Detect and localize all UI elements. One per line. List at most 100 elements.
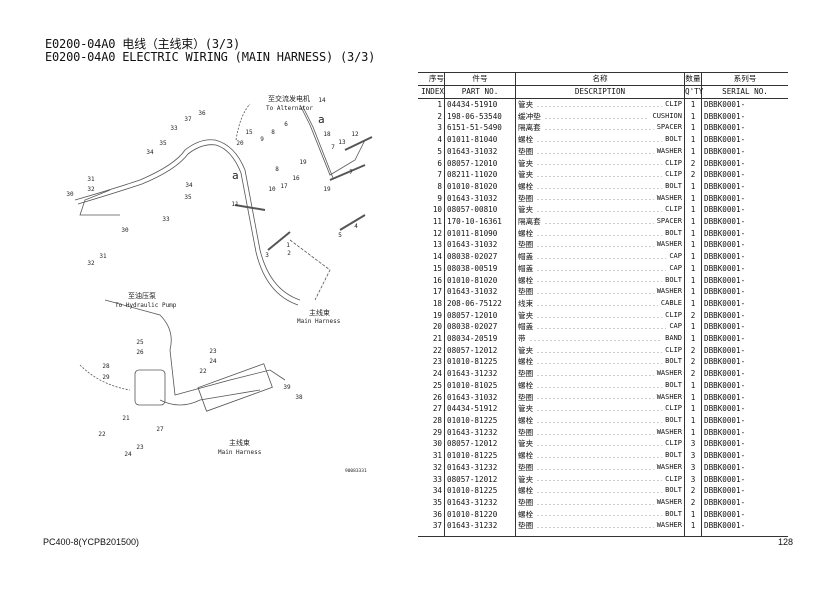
row-quantity: 1 — [684, 110, 702, 123]
description-en: CLIP — [665, 100, 682, 108]
row-quantity: 1 — [684, 227, 702, 240]
row-part-number: 170-10-16361 — [444, 216, 516, 228]
dot-leader — [536, 363, 663, 365]
row-part-number: 08057-12012 — [444, 473, 516, 486]
row-serial: DBBK0001- — [704, 357, 746, 367]
row-part-number: 01011-81040 — [444, 134, 516, 146]
dot-leader — [536, 351, 663, 353]
row-part-number: 08057-12012 — [444, 344, 516, 357]
description-cn: 螺栓 — [518, 486, 534, 496]
description-cn: 管夹 — [518, 170, 534, 180]
row-index: 18 — [418, 297, 445, 310]
row-quantity: 1 — [684, 262, 702, 275]
row-index: 20 — [418, 321, 445, 334]
row-quantity: 1 — [684, 145, 702, 158]
description-cn: 螺栓 — [518, 415, 534, 425]
callout-number: 8 — [275, 166, 279, 173]
row-quantity: 1 — [684, 216, 702, 228]
row-part-number: 01010-81020 — [444, 274, 516, 287]
row-index: 2 — [418, 110, 445, 123]
row-index: 3 — [418, 122, 445, 135]
header-serial-en: SERIAL NO. — [701, 85, 788, 99]
row-serial: DBBK0001- — [704, 322, 746, 332]
row-index: 27 — [418, 403, 445, 415]
row-serial: DBBK0001- — [704, 263, 746, 273]
to-alternator-en: To Alternator — [266, 105, 313, 112]
dot-leader — [536, 211, 663, 213]
row-part-number: 04434-51912 — [444, 403, 516, 415]
row-index: 5 — [418, 145, 445, 158]
dot-leader — [536, 433, 654, 435]
row-index: 29 — [418, 426, 445, 439]
row-quantity: 1 — [684, 426, 702, 439]
row-part-number: 01010-81225 — [444, 414, 516, 427]
row-index: 30 — [418, 438, 445, 451]
description-en: CUSHION — [652, 111, 682, 120]
row-serial: DBBK0001- — [704, 462, 746, 472]
row-index: 25 — [418, 379, 445, 392]
callout-number: 34 — [185, 182, 193, 189]
dot-leader — [536, 293, 654, 295]
header-serial-cn: 系列号 — [701, 72, 788, 86]
callout-number: 30 — [121, 227, 129, 234]
row-index: 1 — [418, 98, 445, 111]
table-header-row-en: INDEX PART NO. DESCRIPTION Q'TY SERIAL N… — [418, 85, 788, 99]
dot-leader — [536, 445, 663, 447]
row-index: 4 — [418, 134, 445, 146]
description-en: CABLE — [660, 298, 682, 307]
row-quantity: 1 — [684, 192, 702, 205]
row-description: 螺栓 BOLT — [515, 414, 685, 427]
row-serial: DBBK0001- — [704, 439, 746, 449]
row-quantity: 1 — [684, 379, 702, 392]
callout-number: 16 — [292, 175, 300, 182]
row-serial: DBBK0001- — [704, 427, 746, 437]
row-serial: DBBK0001- — [704, 170, 746, 180]
description-en: CAP — [669, 252, 682, 261]
description-cn: 垫圈 — [518, 369, 534, 379]
row-serial: DBBK0001- — [704, 380, 746, 390]
callout-number: 4 — [354, 223, 358, 230]
row-quantity: 1 — [684, 239, 702, 252]
description-en: BOLT — [665, 415, 682, 424]
callout-number: 7 — [349, 169, 353, 176]
row-serial: DBBK0001- — [704, 240, 746, 250]
callout-number: 15 — [245, 129, 253, 136]
callout-number: 32 — [87, 186, 95, 193]
to-alternator-cn: 至交流发电机 — [268, 94, 310, 103]
row-serial: DBBK0001- — [704, 123, 746, 133]
view-mark-a-lower: a — [232, 169, 239, 182]
callout-number: 13 — [338, 139, 346, 146]
row-index: 13 — [418, 239, 445, 252]
row-serial: DBBK0001- — [704, 217, 746, 227]
row-serial: DBBK0001- — [704, 334, 746, 344]
row-part-number: 01643-31032 — [444, 239, 516, 252]
dot-leader — [536, 234, 663, 236]
description-en: BOLT — [665, 181, 682, 190]
harness-drawing — [74, 103, 373, 412]
row-quantity: 1 — [684, 134, 702, 146]
row-serial: DBBK0001- — [704, 298, 746, 308]
dot-leader — [536, 386, 663, 388]
description-cn: 隔离套 — [518, 217, 541, 227]
row-quantity: 1 — [684, 403, 702, 415]
row-part-number: 01643-31032 — [444, 286, 516, 298]
